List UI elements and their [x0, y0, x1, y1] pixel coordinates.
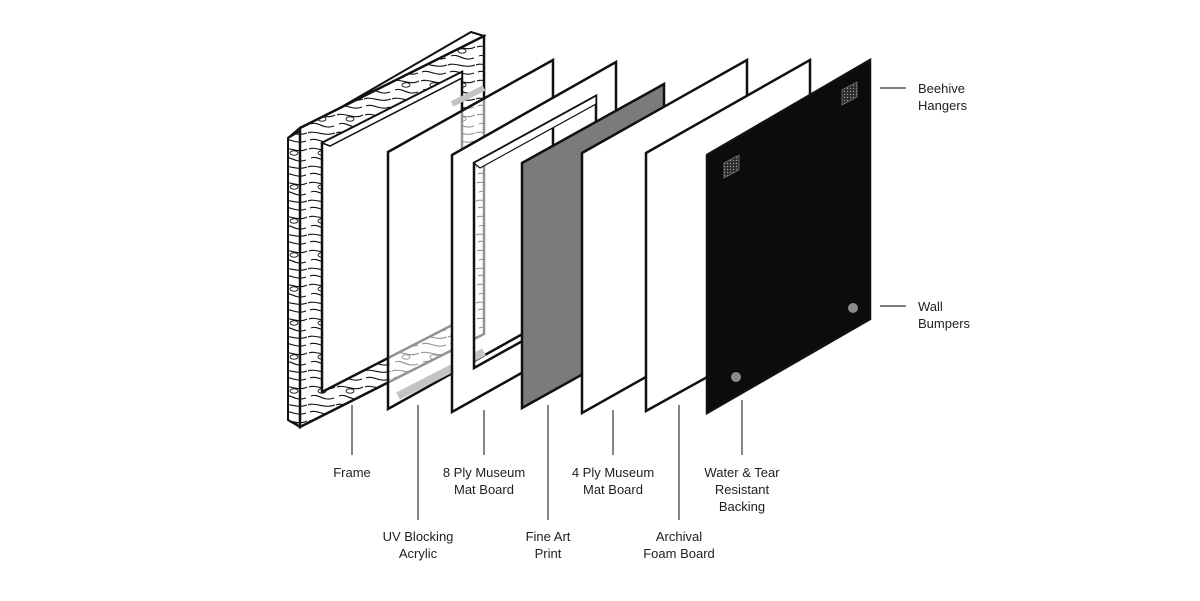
label-mat-4ply: 4 Ply Museum Mat Board: [571, 465, 655, 497]
label-uv-acrylic: UV Blocking Acrylic: [382, 529, 454, 561]
beehive-hanger-icon: [841, 81, 858, 106]
wall-bumper-icon: [731, 372, 741, 382]
backing-board: [705, 57, 872, 416]
label-bumpers: Wall Bumpers: [918, 299, 971, 331]
beehive-hanger-icon: [723, 154, 740, 179]
wall-bumper-icon: [848, 303, 858, 313]
label-backing: Water & Tear Resistant Backing: [704, 465, 780, 514]
label-hangers: Beehive Hangers: [918, 81, 968, 113]
label-print: Fine Art Print: [525, 529, 571, 561]
label-foam-board: Archival Foam Board: [643, 529, 715, 561]
leader-lines: [351, 87, 906, 520]
label-frame: Frame: [333, 465, 371, 480]
label-mat-8ply: 8 Ply Museum Mat Board: [442, 465, 526, 497]
